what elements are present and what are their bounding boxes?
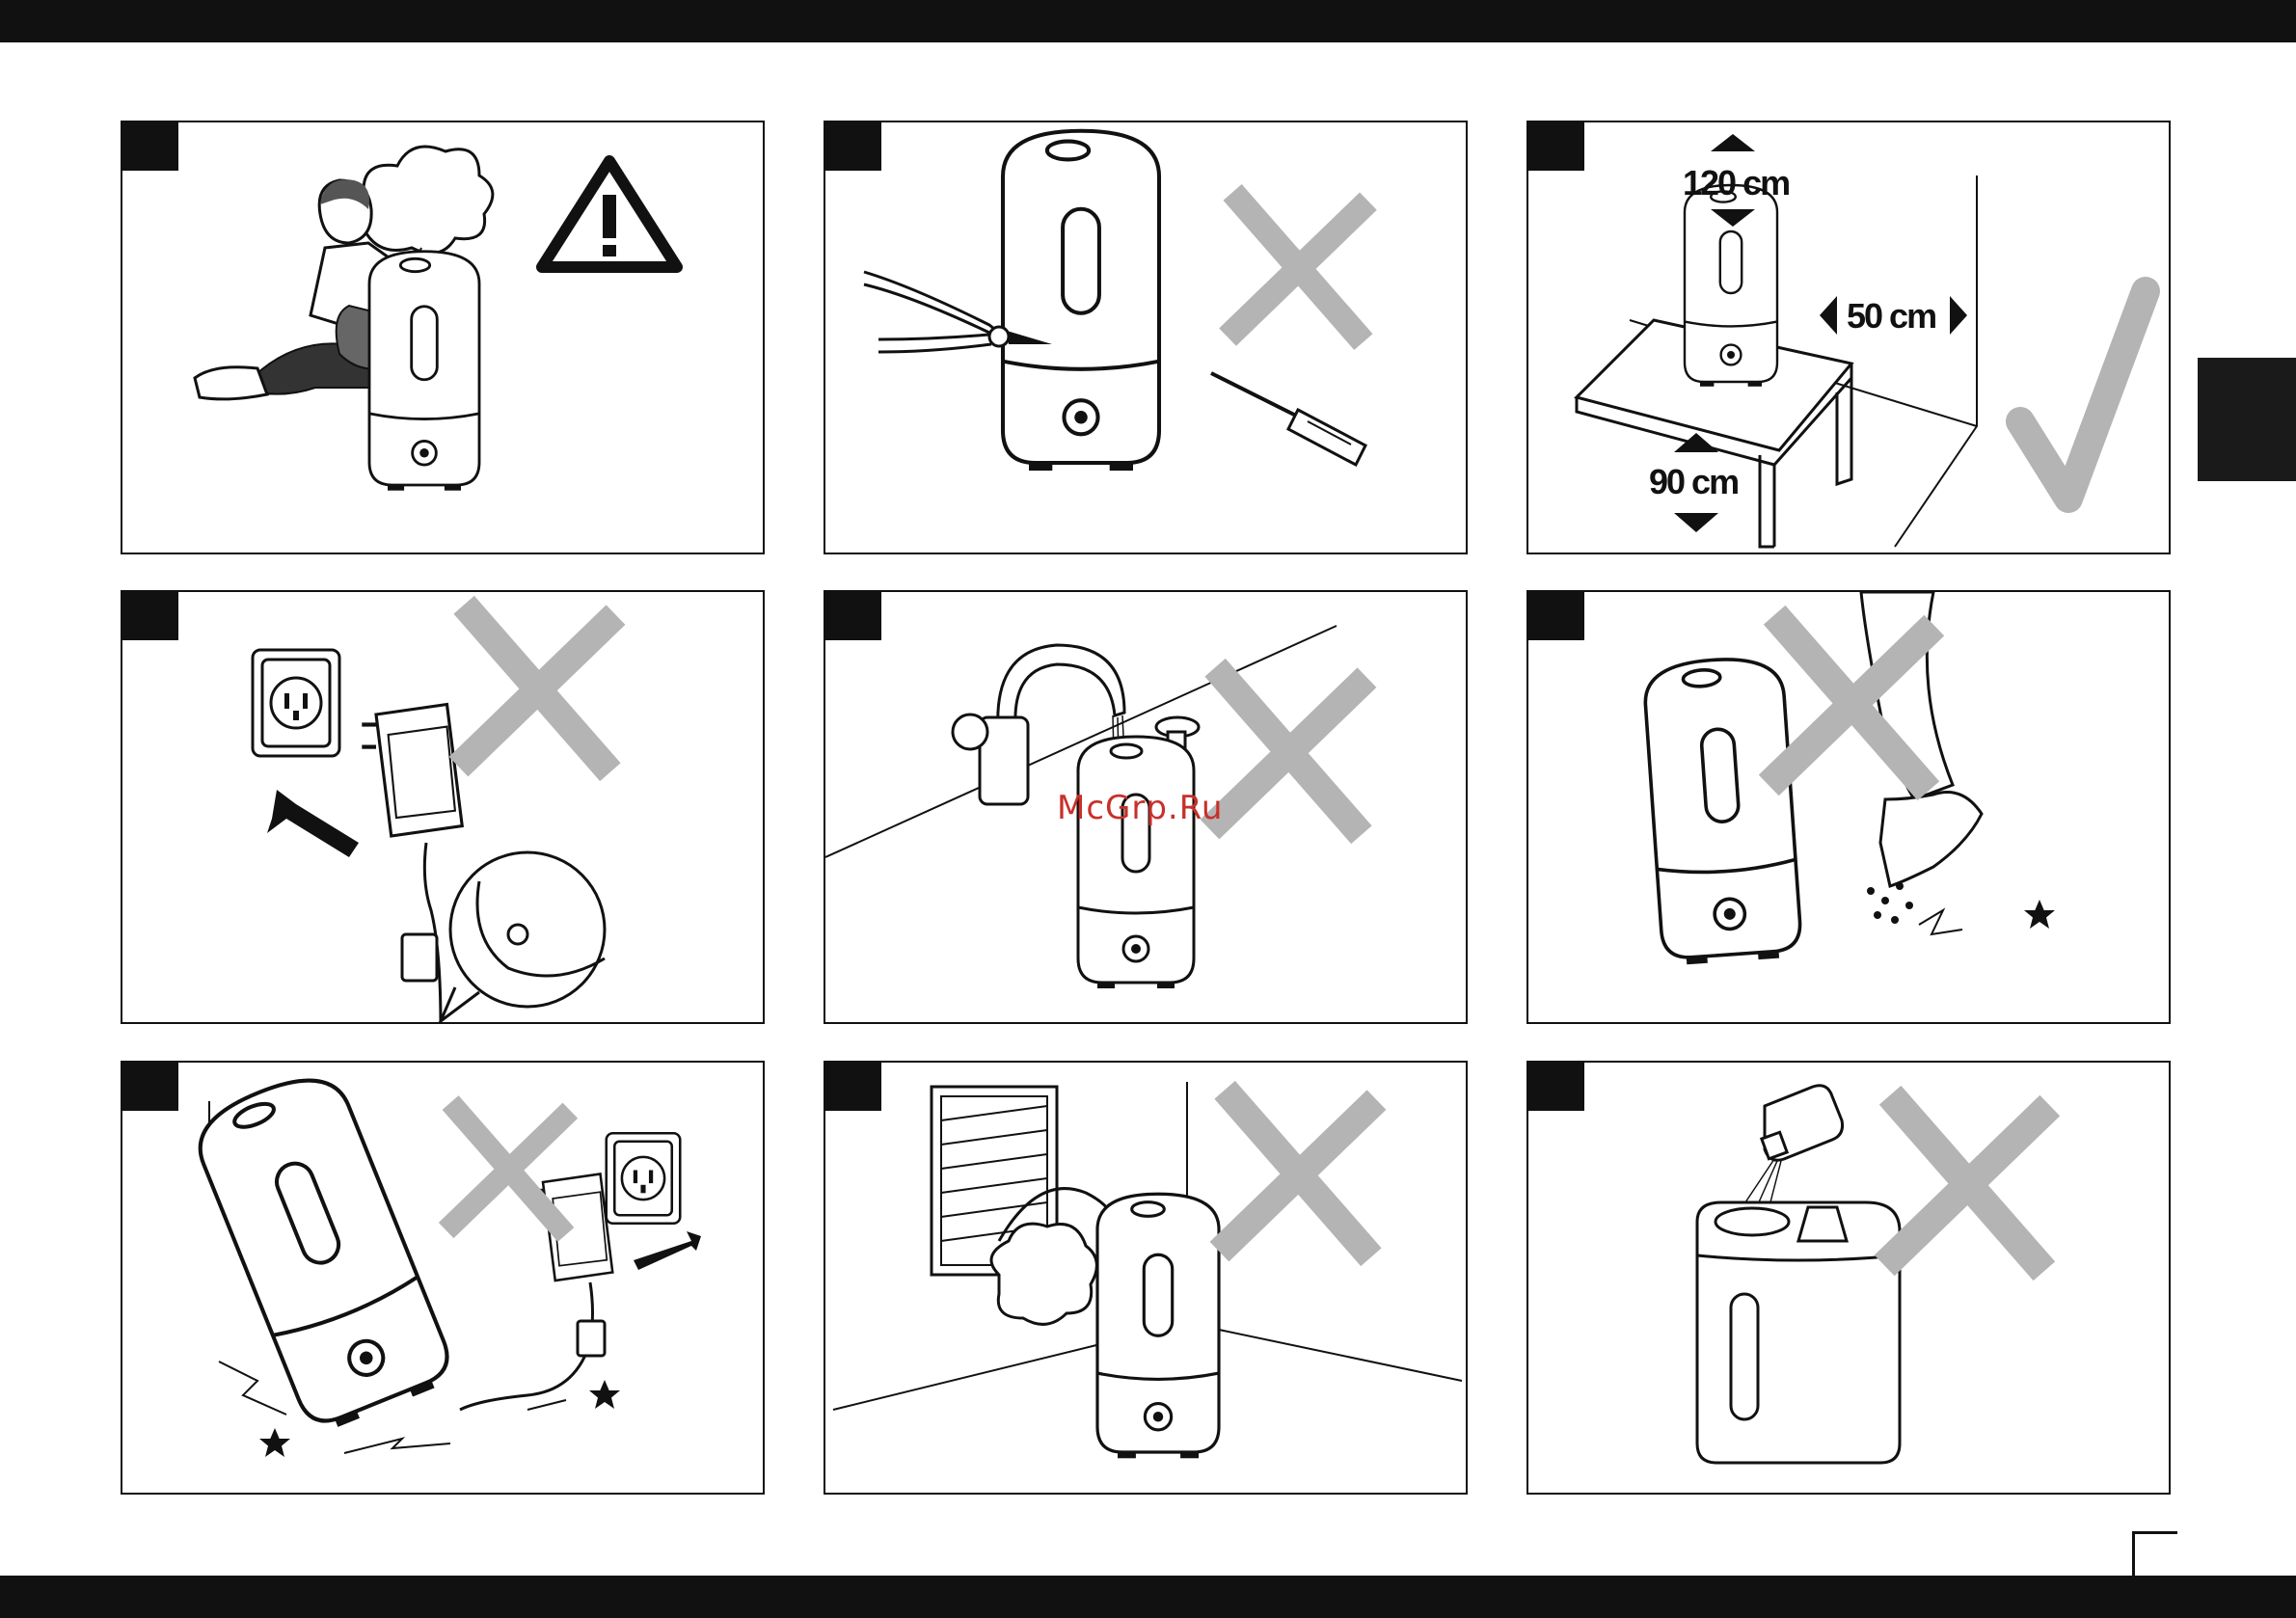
humidifier-illustration — [1643, 655, 1802, 965]
push-arrow-icon — [267, 790, 359, 857]
panel-3-placement: 120 cm 50 cm 90 cm — [1526, 121, 2171, 554]
check-icon — [2020, 291, 2146, 499]
cross-icon — [1229, 1100, 1367, 1247]
steam-cloud-icon — [354, 147, 493, 254]
panel-1-child-warning — [121, 121, 765, 554]
cross-icon — [454, 1111, 563, 1227]
height-clearance-label: 120 cm — [1683, 163, 1789, 203]
top-bar — [0, 0, 2296, 42]
humidifier-illustration — [1097, 1194, 1219, 1458]
panel-4-plug-pull — [121, 590, 765, 1024]
wall-socket-icon — [607, 1133, 681, 1224]
panel-2-no-disassembly — [824, 121, 1468, 554]
panel-6-no-kick — [1526, 590, 2171, 1024]
star-icon — [589, 1380, 620, 1409]
cross-icon — [469, 615, 607, 762]
power-adapter-icon — [362, 705, 462, 837]
humidifier-illustration — [1003, 131, 1159, 471]
panel-9-no-oils — [1526, 1061, 2171, 1495]
open-tank-illustration — [1697, 1202, 1900, 1463]
cross-icon — [1895, 1106, 2039, 1260]
water-drops-icon — [1867, 882, 1913, 924]
bottom-bar — [0, 1576, 2296, 1618]
humidifier-illustration — [186, 1064, 458, 1437]
cross-icon — [1236, 202, 1360, 333]
page-number-corner — [2132, 1531, 2177, 1578]
screwdriver-icon — [1211, 373, 1365, 465]
floor-height-label: 90 cm — [1649, 462, 1738, 502]
watermark-text: McGrp.Ru — [1057, 789, 1223, 827]
oil-bottle-icon — [1762, 1086, 1843, 1161]
humidifier-illustration — [1078, 737, 1194, 988]
wall-socket-icon — [253, 650, 339, 756]
warning-icon — [542, 161, 677, 267]
push-arrow-icon — [634, 1231, 701, 1270]
star-icon — [259, 1428, 290, 1457]
panel-8-no-vent — [824, 1061, 1468, 1495]
detail-magnifier — [441, 852, 605, 1021]
section-tab — [2198, 358, 2296, 481]
wall-clearance-label: 50 cm — [1847, 296, 1935, 337]
cross-icon — [1220, 678, 1358, 824]
humidifier-illustration — [369, 252, 479, 491]
star-icon — [2024, 900, 2055, 929]
panel-7-no-tip-over — [121, 1061, 765, 1495]
